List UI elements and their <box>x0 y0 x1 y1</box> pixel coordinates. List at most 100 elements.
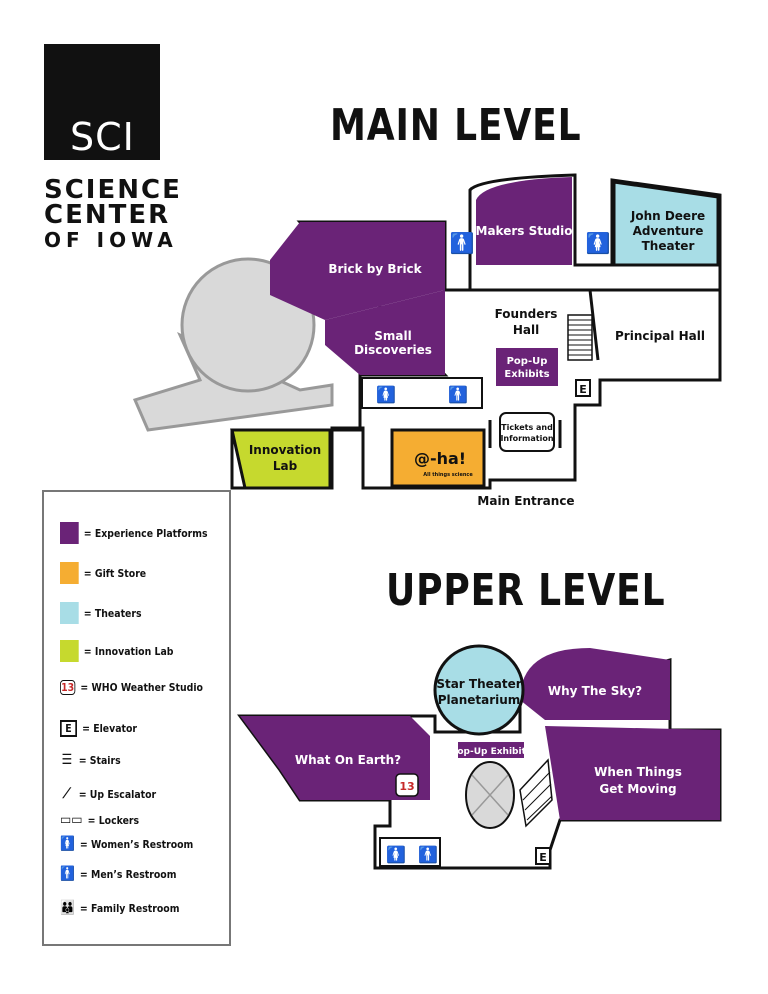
svg-text:E: E <box>579 383 587 396</box>
legend-experience-platforms: = Experience Platforms <box>60 522 208 544</box>
stairs-icon-upper <box>519 758 553 828</box>
family-restroom-icon: 👪 <box>60 900 75 916</box>
label-tickets-2: Information <box>500 434 553 443</box>
label-founders-2: Hall <box>513 323 539 337</box>
label-aha: @-ha! <box>414 449 466 468</box>
label-makers: Makers Studio <box>476 224 573 238</box>
atrium-opening <box>465 761 515 829</box>
mens-restroom-icon-2: 🚹 <box>448 385 468 404</box>
legend-label: = Gift Store <box>83 566 147 580</box>
legend-escalator: ⟋ = Up Escalator <box>60 786 157 802</box>
label-things-2: Get Moving <box>599 782 676 796</box>
label-principal: Principal Hall <box>615 329 705 343</box>
svg-text:13: 13 <box>399 780 414 793</box>
room-popup-exhibits-upper[interactable] <box>458 742 524 758</box>
lockers-icon: ▭▭ <box>60 812 83 828</box>
legend-label: = Women’s Restroom <box>79 837 194 851</box>
main-level-title: MAIN LEVEL <box>330 100 582 151</box>
womens-restroom-icon-2: 🚺 <box>376 385 396 404</box>
legend-label: = Elevator <box>82 722 138 735</box>
purple-swatch <box>60 522 79 544</box>
legend-weather-studio: 13 = WHO Weather Studio <box>60 680 203 695</box>
stairs-icon <box>567 314 593 361</box>
womens-restroom-icon: 🚺 <box>60 836 75 852</box>
room-makers-studio[interactable] <box>476 177 572 265</box>
room-when-things-get-moving[interactable] <box>545 726 720 820</box>
label-why-sky: Why The Sky? <box>548 684 642 698</box>
legend-gift-store: = Gift Store <box>60 562 146 584</box>
room-john-deere-theater[interactable] <box>612 180 720 267</box>
label-small-2: Discoveries <box>354 343 432 357</box>
logo-name: SCIENCE CENTER OF IOWA <box>44 175 182 253</box>
legend-mens-restroom: 🚹 = Men’s Restroom <box>60 866 176 882</box>
mens-restroom-icon: 🚹 <box>450 231 475 255</box>
legend-stairs: ☰ = Stairs <box>60 752 121 768</box>
legend-lockers: ▭▭ = Lockers <box>60 812 139 828</box>
legend-theaters: = Theaters <box>60 602 142 624</box>
elevator-icon: E <box>575 379 591 397</box>
label-popup-2: Exhibits <box>504 369 549 380</box>
label-innovation-2: Lab <box>273 459 298 473</box>
label-john-deere-2: Adventure <box>633 224 704 238</box>
legend-label: = WHO Weather Studio <box>80 681 203 694</box>
room-what-on-earth[interactable] <box>240 716 430 800</box>
label-main-entrance: Main Entrance <box>477 494 574 508</box>
tickets-desk[interactable] <box>499 412 555 452</box>
blue-swatch <box>60 602 79 624</box>
weather-studio-icon: 13 <box>395 773 419 797</box>
label-tickets-1: Tickets and <box>501 423 553 432</box>
room-why-the-sky[interactable] <box>520 648 670 720</box>
logo-line-2: CENTER <box>44 200 171 230</box>
legend-family-restroom: 👪 = Family Restroom <box>60 900 179 916</box>
label-john-deere-1: John Deere <box>630 209 705 223</box>
mens-restroom-icon: 🚹 <box>60 866 75 882</box>
restroom-block-upper <box>379 837 441 867</box>
elevator-icon: E <box>60 720 77 737</box>
label-founders-1: Founders <box>495 307 558 321</box>
weather-studio-icon: 13 <box>60 680 76 695</box>
legend-label: = Lockers <box>87 813 140 827</box>
mens-restroom-icon-upper: 🚹 <box>418 845 438 864</box>
label-brick: Brick by Brick <box>328 262 422 276</box>
label-what-earth: What On Earth? <box>295 753 401 767</box>
legend-label: = Theaters <box>83 606 142 620</box>
legend-innovation-lab: = Innovation Lab <box>60 640 173 662</box>
label-popup-1: Pop-Up <box>507 356 548 367</box>
elevator-icon-upper: E <box>535 847 551 865</box>
label-star-1: Star Theater <box>436 677 521 691</box>
label-john-deere-3: Theater <box>642 239 695 253</box>
upper-level-title: UPPER LEVEL <box>386 565 666 616</box>
room-innovation-lab[interactable] <box>230 428 332 490</box>
stairs-icon: ☰ <box>61 752 73 768</box>
room-gift-store[interactable] <box>390 428 486 488</box>
map-legend: = Experience Platforms = Gift Store = Th… <box>42 490 231 946</box>
svg-text:E: E <box>539 851 547 864</box>
womens-restroom-icon-upper: 🚺 <box>386 845 406 864</box>
restroom-block-main <box>361 377 483 409</box>
legend-label: = Stairs <box>78 753 121 767</box>
legend-elevator: E = Elevator <box>60 720 137 737</box>
legend-womens-restroom: 🚺 = Women’s Restroom <box>60 836 193 852</box>
legend-label: = Men’s Restroom <box>79 867 177 881</box>
room-small-discoveries[interactable] <box>325 290 445 375</box>
escalator-icon: ⟋ <box>62 786 71 802</box>
room-star-theater[interactable] <box>433 644 525 736</box>
legend-label: = Innovation Lab <box>83 644 174 658</box>
label-things-1: When Things <box>594 765 682 779</box>
logo-line-1: SCIENCE <box>44 175 182 205</box>
legend-label: = Experience Platforms <box>83 526 208 540</box>
label-star-2: Planetarium <box>438 693 521 707</box>
label-aha-sub: All things science <box>423 472 473 478</box>
label-innovation-1: Innovation <box>249 443 321 457</box>
logo-box <box>44 44 160 160</box>
room-popup-exhibits-main[interactable] <box>496 348 558 386</box>
legend-label: = Up Escalator <box>78 787 157 801</box>
room-brick-by-brick[interactable] <box>270 222 445 320</box>
green-swatch <box>60 640 79 662</box>
orange-swatch <box>60 562 79 584</box>
label-popup-upper: Pop-Up Exhibits <box>451 747 531 757</box>
label-small-1: Small <box>374 329 411 343</box>
legend-label: = Family Restroom <box>79 901 180 915</box>
womens-restroom-icon: 🚺 <box>586 231 611 255</box>
